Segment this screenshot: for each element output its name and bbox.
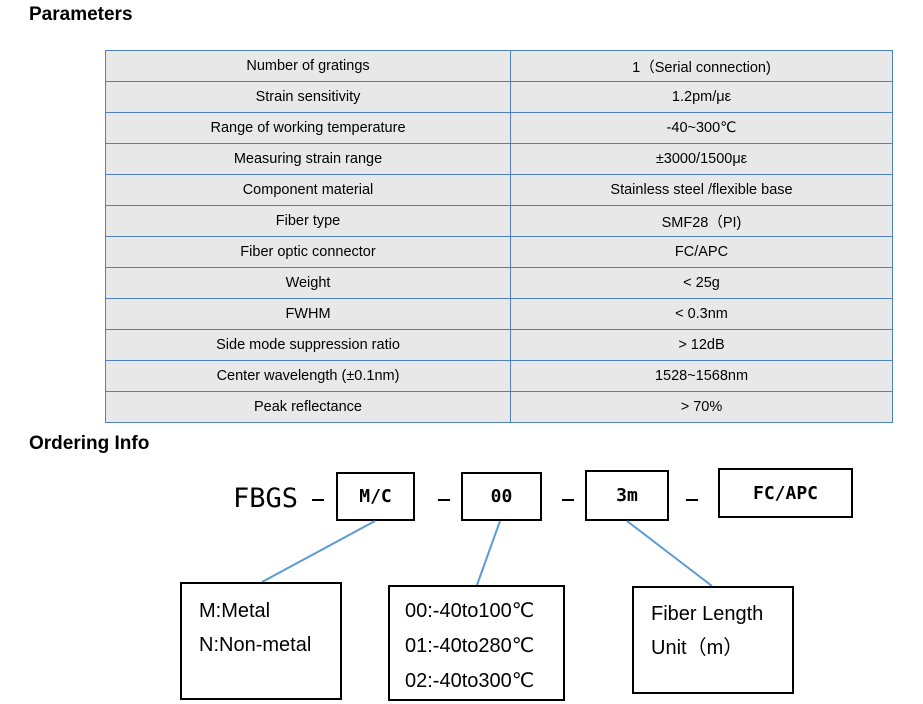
material-code: M/C — [359, 486, 392, 507]
param-value: > 70% — [510, 391, 893, 423]
legend-line: Fiber Length — [651, 603, 764, 625]
length-legend-box: Fiber Length Unit（m） — [632, 586, 794, 694]
length-code-box: 3m — [585, 470, 669, 521]
param-value: 1528~1568nm — [510, 360, 893, 392]
param-name: Strain sensitivity — [105, 81, 511, 113]
param-value: < 0.3nm — [510, 298, 893, 330]
param-value: > 12dB — [510, 329, 893, 361]
param-value: Stainless steel /flexible base — [510, 174, 893, 206]
table-row: Center wavelength (±0.1nm)1528~1568nm — [105, 360, 893, 392]
model-code-prefix: FBGS — [233, 483, 299, 514]
length-code: 3m — [616, 485, 638, 506]
temperature-code: 00 — [490, 486, 513, 507]
parameters-heading: Parameters — [29, 4, 133, 25]
material-legend-box: M:Metal N:Non-metal — [180, 582, 342, 700]
param-name: Fiber type — [105, 205, 511, 237]
param-name: Measuring strain range — [105, 143, 511, 175]
param-name: FWHM — [105, 298, 511, 330]
callout-line-temperature — [476, 520, 501, 586]
dash-separator — [562, 499, 574, 501]
legend-line: M:Metal — [199, 600, 271, 622]
ordering-info-heading: Ordering Info — [29, 433, 150, 454]
param-name: Fiber optic connector — [105, 236, 511, 268]
legend-line: 00:-40to100℃ — [405, 600, 535, 622]
table-row: Side mode suppression ratio> 12dB — [105, 329, 893, 361]
param-name: Component material — [105, 174, 511, 206]
param-value: ±3000/1500με — [510, 143, 893, 175]
temperature-legend-box: 00:-40to100℃ 01:-40to280℃ 02:-40to300℃ — [388, 585, 565, 701]
param-name: Range of working temperature — [105, 112, 511, 144]
table-row: Weight< 25g — [105, 267, 893, 299]
temperature-code-box: 00 — [461, 472, 542, 521]
dash-separator — [438, 499, 450, 501]
table-row: Measuring strain range±3000/1500με — [105, 143, 893, 175]
connector-code: FC/APC — [752, 482, 819, 504]
legend-line: Unit（m） — [651, 637, 744, 659]
material-code-box: M/C — [336, 472, 415, 521]
param-name: Side mode suppression ratio — [105, 329, 511, 361]
param-value: 1.2pm/με — [510, 81, 893, 113]
legend-line: N:Non-metal — [199, 634, 312, 656]
param-name: Center wavelength (±0.1nm) — [105, 360, 511, 392]
legend-line: 01:-40to280℃ — [405, 635, 535, 657]
table-row: FWHM< 0.3nm — [105, 298, 893, 330]
dash-separator — [312, 499, 324, 501]
callout-line-length — [626, 520, 713, 587]
dash-separator — [686, 499, 698, 501]
table-row: Peak reflectance> 70% — [105, 391, 893, 423]
legend-line: 02:-40to300℃ — [405, 670, 535, 692]
param-value: < 25g — [510, 267, 893, 299]
connector-code-box: FC/APC — [718, 468, 853, 518]
param-name: Peak reflectance — [105, 391, 511, 423]
param-value: 1（Serial connection) — [510, 50, 893, 82]
callout-line-material — [261, 520, 376, 583]
